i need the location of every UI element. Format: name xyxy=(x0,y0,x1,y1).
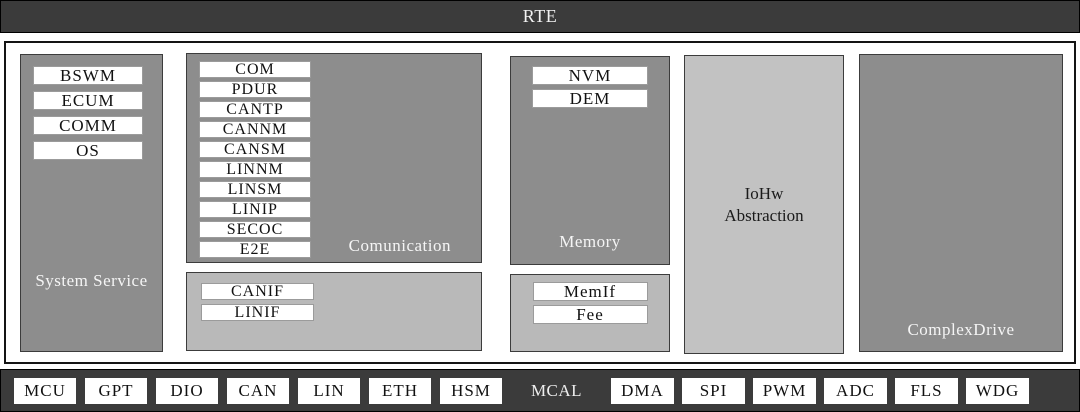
mcal-module-box: LIN xyxy=(298,377,360,404)
memory-module-list: NVM DEM xyxy=(511,57,669,108)
communication-module-list: COM PDUR CANTP CANNM CANSM LINNM LINSM L… xyxy=(187,54,481,258)
mcal-module-box: CAN xyxy=(227,377,289,404)
memory-interface-block: MemIf Fee xyxy=(510,274,670,352)
mcal-module-box: ADC xyxy=(824,377,887,404)
rte-label: RTE xyxy=(522,6,558,26)
communication-interface-block: CANIF LINIF xyxy=(186,272,482,351)
module-box: COMM xyxy=(33,116,143,135)
mcal-label: MCAL xyxy=(530,380,583,400)
module-box: NVM xyxy=(532,66,648,85)
mcal-layer-bar: MCU GPT DIO CAN LIN ETH HSM MCAL DMA SPI… xyxy=(0,369,1080,412)
module-box: Fee xyxy=(532,305,648,324)
module-box: CANTP xyxy=(199,101,311,118)
system-service-label: System Service xyxy=(35,271,148,290)
complex-drive-label: ComplexDrive xyxy=(907,320,1015,339)
mcal-module-box: DMA xyxy=(611,377,674,404)
mcal-module-box: HSM xyxy=(440,377,502,404)
module-box: CANNM xyxy=(199,121,311,138)
mcal-module-box: SPI xyxy=(682,377,745,404)
communication-interface-module-list: CANIF LINIF xyxy=(187,273,481,321)
module-box: E2E xyxy=(199,241,311,258)
mcal-module-box: FLS xyxy=(895,377,958,404)
system-service-block: BSWM ECUM COMM OS System Service xyxy=(20,54,163,352)
mcal-module-box: DIO xyxy=(156,377,218,404)
module-box: OS xyxy=(33,141,143,160)
module-box: BSWM xyxy=(33,66,143,85)
mcal-module-box: ETH xyxy=(369,377,431,404)
iohw-abstraction-label: IoHw Abstraction xyxy=(724,183,804,225)
memory-block: NVM DEM Memory xyxy=(510,56,670,265)
mcal-module-box: GPT xyxy=(85,377,147,404)
module-box: LINNM xyxy=(199,161,311,178)
module-box: DEM xyxy=(532,89,648,108)
memory-label: Memory xyxy=(559,232,621,251)
module-box: LINIP xyxy=(199,201,311,218)
module-box: MemIf xyxy=(532,282,648,301)
iohw-abstraction-block: IoHw Abstraction xyxy=(684,55,844,354)
communication-label: Comunication xyxy=(348,236,451,255)
module-box: LINIF xyxy=(201,304,314,321)
system-service-module-list: BSWM ECUM COMM OS xyxy=(21,55,162,160)
module-box: COM xyxy=(199,61,311,78)
module-box: CANIF xyxy=(201,283,314,300)
module-box: CANSM xyxy=(199,141,311,158)
module-box: ECUM xyxy=(33,91,143,110)
bsw-main-area: BSWM ECUM COMM OS System Service COM PDU… xyxy=(4,41,1076,364)
rte-layer-bar: RTE xyxy=(0,0,1080,33)
module-box: SECOC xyxy=(199,221,311,238)
mcal-module-box: PWM xyxy=(753,377,816,404)
communication-block: COM PDUR CANTP CANNM CANSM LINNM LINSM L… xyxy=(186,53,482,263)
complex-drive-block: ComplexDrive xyxy=(859,54,1063,352)
module-box: PDUR xyxy=(199,81,311,98)
memory-interface-module-list: MemIf Fee xyxy=(511,275,669,324)
mcal-module-list-right: DMA SPI PWM ADC FLS WDG xyxy=(611,377,1029,404)
module-box: LINSM xyxy=(199,181,311,198)
mcal-module-list-left: MCU GPT DIO CAN LIN ETH HSM xyxy=(14,377,502,404)
mcal-module-box: WDG xyxy=(966,377,1029,404)
mcal-module-box: MCU xyxy=(14,377,76,404)
